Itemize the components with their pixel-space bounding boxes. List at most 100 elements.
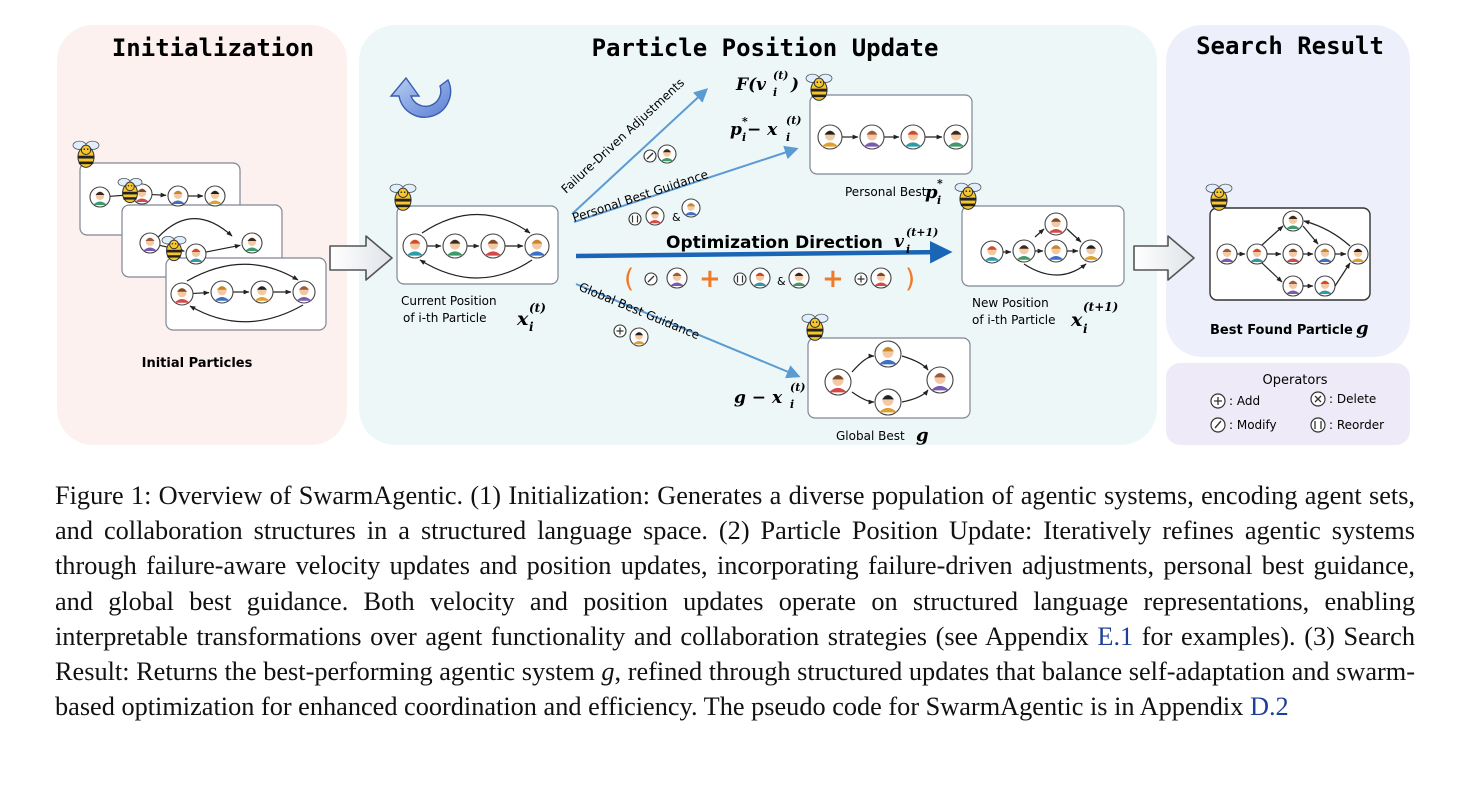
agent-avatar-icon	[241, 232, 263, 254]
reorder-operator-badge-icon	[733, 272, 747, 286]
svg-text:*: *	[742, 115, 748, 128]
svg-text:(t+1): (t+1)	[906, 226, 938, 239]
agent-avatar-icon	[657, 144, 677, 164]
optimization-direction-arrow	[575, 240, 953, 264]
add-operator-icon	[1210, 393, 1226, 409]
appendix-d2-link[interactable]: D.2	[1249, 692, 1289, 722]
agent-avatar-icon	[442, 233, 468, 259]
reorder-operator-badge-icon	[628, 212, 642, 226]
graph-edge	[851, 391, 875, 405]
best-found-label: Best Found Particle	[1210, 323, 1353, 338]
bee-icon	[801, 313, 829, 341]
agent-avatar-icon	[1044, 239, 1068, 263]
new-position-label-2: of i-th Particle	[972, 313, 1056, 327]
current-position-label-2: of i-th Particle	[403, 311, 487, 325]
agent-avatar-icon	[870, 267, 892, 289]
agent-avatar-icon	[629, 327, 649, 347]
svg-text:i: i	[529, 320, 534, 334]
bee-icon	[389, 183, 417, 211]
bee-icon	[117, 177, 143, 204]
svg-text:*: *	[937, 177, 943, 190]
svg-text:i: i	[786, 131, 790, 144]
bee-icon	[1205, 183, 1233, 211]
caption-text-1: Figure 1: Overview of SwarmAgentic. (1) …	[55, 481, 1415, 651]
velocity-plus-1: +	[699, 264, 721, 294]
agent-avatar-icon	[666, 267, 688, 289]
caption-g-symbol: g	[601, 657, 615, 687]
agent-avatar-icon	[824, 368, 852, 396]
graph-edge	[1023, 263, 1087, 276]
agent-avatar-icon	[402, 233, 428, 259]
reorder-operator-label: : Reorder	[1329, 418, 1384, 432]
global-best-symbol: g	[916, 425, 929, 446]
graph-edge	[901, 355, 929, 371]
svg-text:− x: − x	[747, 120, 778, 140]
agent-avatar-icon	[788, 267, 810, 289]
agent-avatar-icon	[139, 232, 161, 254]
svg-text:p: p	[925, 182, 938, 203]
agent-avatar-icon	[1282, 275, 1304, 297]
global-best-arrow	[575, 283, 801, 379]
personal-guidance-amp: &	[672, 211, 681, 224]
best-found-symbol: g	[1356, 318, 1369, 339]
agent-avatar-icon	[874, 340, 902, 368]
graph-edge	[1261, 225, 1284, 246]
graph-edge	[1261, 262, 1283, 283]
caption-text-3: , refined through structured updates tha…	[55, 657, 1416, 722]
bee-icon	[954, 182, 982, 210]
global-term-math: g − x (t) i	[734, 381, 806, 411]
agent-avatar-icon	[1314, 243, 1336, 265]
reorder-operator-icon	[1310, 417, 1326, 433]
graph-edge	[1303, 220, 1351, 247]
agent-avatar-icon	[645, 206, 665, 226]
personal-best-symbol: p * i	[925, 177, 943, 207]
agent-avatar-icon	[204, 185, 226, 207]
update-title: Particle Position Update	[592, 34, 939, 62]
bee-icon	[72, 140, 100, 168]
result-panel	[1166, 25, 1410, 357]
bee-icon	[805, 73, 833, 101]
delete-operator-icon	[1310, 391, 1326, 407]
agent-avatar-icon	[749, 267, 771, 289]
caption-text-2: for examples). (3) Search Result: Return…	[55, 621, 1415, 687]
new-position-label-1: New Position	[972, 296, 1049, 310]
agent-avatar-icon	[1079, 239, 1103, 263]
svg-text:x: x	[516, 308, 529, 330]
personal-term-math: p * i − x (t) i	[730, 114, 802, 144]
figure-caption: Figure 1: Overview of SwarmAgentic. (1) …	[55, 478, 1415, 724]
optimization-direction-label: Optimization Direction	[666, 233, 883, 253]
add-operator-label: : Add	[1229, 394, 1260, 408]
agent-avatar-icon	[1282, 210, 1304, 232]
agent-avatar-icon	[1314, 275, 1336, 297]
svg-text:i: i	[773, 86, 777, 99]
agent-avatar-icon	[859, 124, 885, 150]
global-best-label: Global Best	[836, 429, 905, 443]
svg-text:F(v: F(v	[735, 75, 767, 95]
failure-term-math: F(v (t) i )	[735, 69, 799, 99]
operators-panel	[1166, 363, 1410, 445]
agent-avatar-icon	[250, 280, 274, 304]
modify-operator-badge-icon	[643, 149, 657, 163]
personal-best-card	[809, 94, 973, 175]
agent-avatar-icon	[480, 233, 506, 259]
agent-avatar-icon	[524, 233, 550, 259]
add-operator-badge-icon	[613, 324, 627, 338]
svg-text:(t+1): (t+1)	[1083, 300, 1118, 314]
agent-avatar-icon	[1216, 243, 1238, 265]
modify-operator-icon	[1210, 417, 1226, 433]
agent-avatar-icon	[817, 124, 843, 150]
current-position-label-1: Current Position	[401, 294, 497, 308]
appendix-e1-link[interactable]: E.1	[1097, 621, 1134, 651]
graph-edge	[186, 263, 299, 282]
graph-edge	[1302, 225, 1319, 245]
agent-avatar-icon	[681, 198, 701, 218]
svg-text:v: v	[894, 232, 905, 252]
agent-avatar-icon	[980, 240, 1004, 264]
personal-best-arrow	[573, 145, 799, 223]
svg-text:(t): (t)	[786, 114, 802, 127]
cycle-arrow-icon	[389, 76, 452, 118]
svg-text:): )	[790, 75, 799, 95]
agent-avatar-icon	[167, 185, 189, 207]
update-to-result-arrow	[1133, 235, 1195, 281]
agent-avatar-icon	[1246, 243, 1268, 265]
